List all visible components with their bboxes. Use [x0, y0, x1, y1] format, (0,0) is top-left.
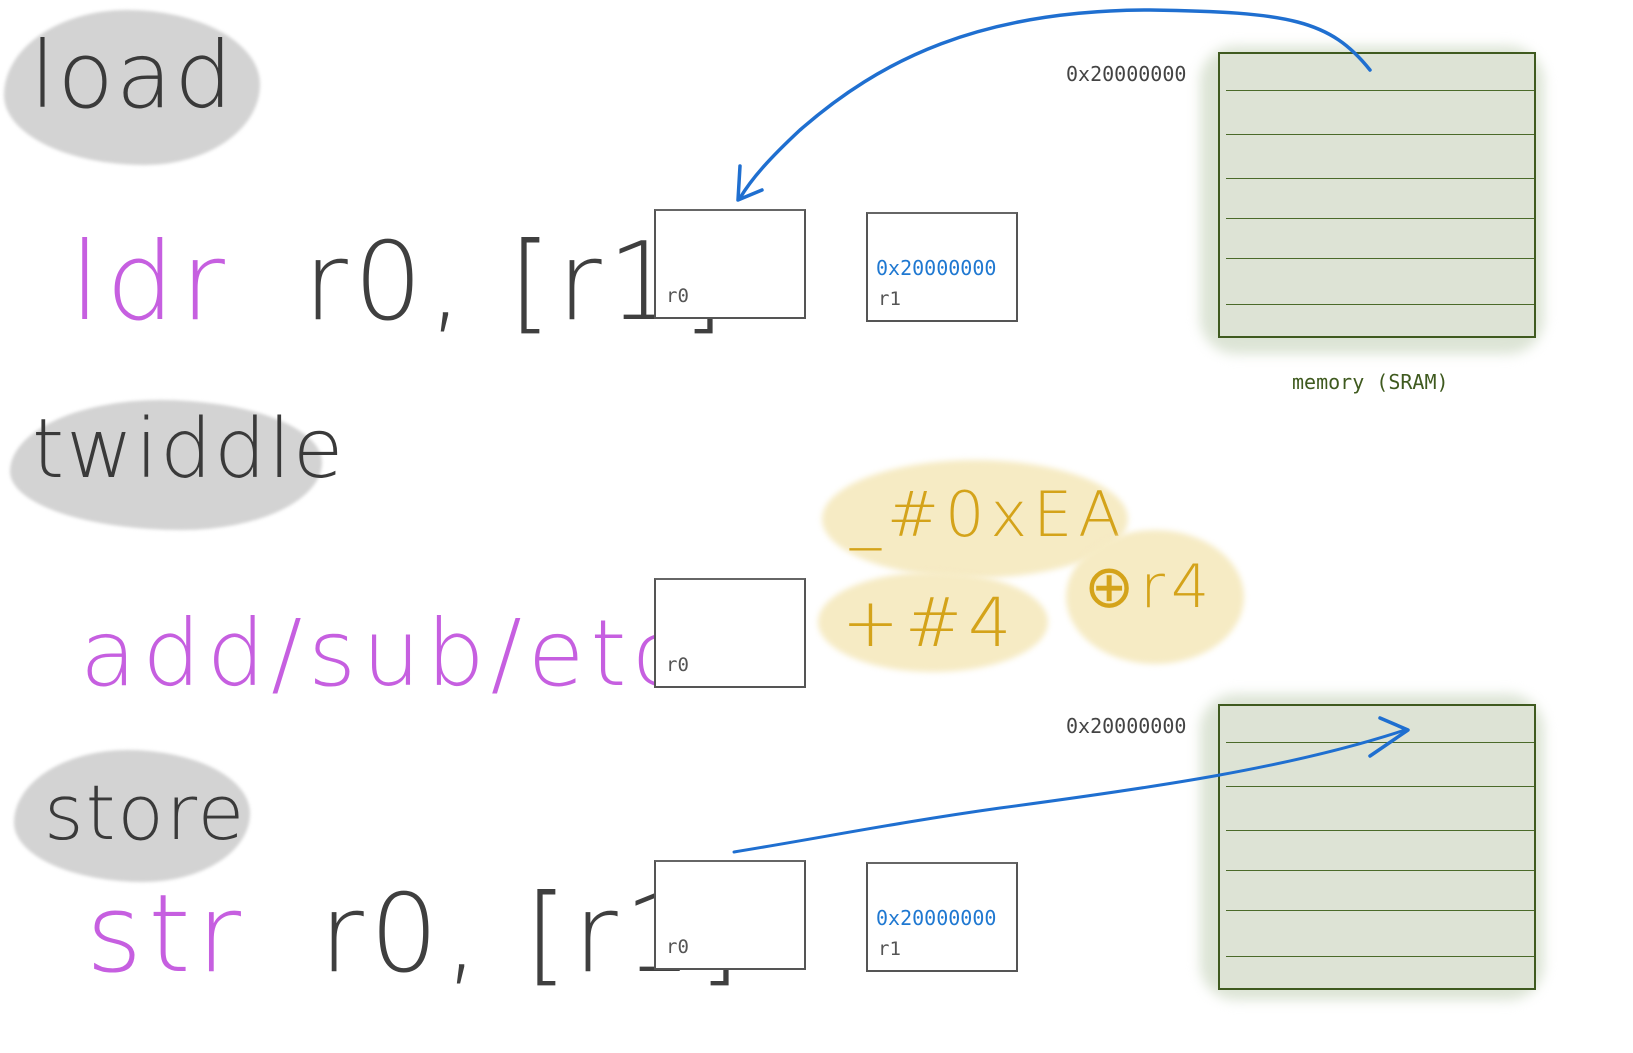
xor-r4-operand: ⊕r4 [1084, 552, 1216, 622]
ldr-instruction: ldr r0, [r1] [70, 220, 730, 345]
twiddle-section-blob [10, 400, 322, 530]
load-section-label: load [30, 22, 235, 129]
register-r1-name: r1 [878, 288, 901, 310]
register-r0-store: r0 [654, 860, 806, 970]
register-r0-name: r0 [666, 936, 689, 958]
memory-cell-divider [1226, 90, 1534, 91]
memory-cell-divider [1226, 218, 1534, 219]
register-r1-load: 0x20000000 r1 [866, 212, 1018, 322]
memory-address-bottom: 0x20000000 [1066, 714, 1187, 738]
memory-cell-divider [1226, 956, 1534, 957]
register-r1-store: 0x20000000 r1 [866, 862, 1018, 972]
memory-cell-divider [1226, 830, 1534, 831]
twiddle-section-label: twiddle [32, 402, 346, 497]
memory-cell-divider [1226, 178, 1534, 179]
store-section-blob [14, 750, 250, 882]
hex-immediate-blob [822, 460, 1128, 578]
register-r1-value: 0x20000000 [876, 906, 997, 930]
load-section-blob [4, 10, 260, 165]
memory-label: memory (SRAM) [1292, 370, 1449, 394]
memory-sram-top [1218, 52, 1536, 338]
memory-cell-divider [1226, 910, 1534, 911]
load-arrow-head [736, 164, 764, 202]
memory-cell-divider [1226, 786, 1534, 787]
xor-r4-blob [1066, 530, 1244, 664]
store-section-label: store [44, 768, 247, 857]
register-r1-name: r1 [878, 938, 901, 960]
register-r0-name: r0 [666, 285, 689, 307]
register-r0-load: r0 [654, 209, 806, 319]
memory-cell-divider [1226, 134, 1534, 135]
memory-cell-divider [1226, 742, 1534, 743]
ldr-opcode: ldr [70, 220, 231, 345]
register-r0-name: r0 [666, 654, 689, 676]
immediate-four-blob [818, 572, 1048, 672]
hex-immediate-operand: _#0xEA [850, 478, 1127, 551]
str-opcode: str [86, 872, 248, 997]
memory-cell-divider [1226, 258, 1534, 259]
register-r1-value: 0x20000000 [876, 256, 997, 280]
alu-opcode: add/sub/etc. [80, 600, 725, 707]
memory-sram-bottom [1218, 704, 1536, 990]
str-instruction: str r0, [r1] [86, 872, 747, 997]
memory-cell-divider [1226, 304, 1534, 305]
memory-address-top: 0x20000000 [1066, 62, 1187, 86]
register-r0-twiddle: r0 [654, 578, 806, 688]
memory-cell-divider [1226, 870, 1534, 871]
immediate-four-operand: +#4 [842, 584, 1018, 663]
alu-instruction: add/sub/etc. [80, 600, 724, 707]
